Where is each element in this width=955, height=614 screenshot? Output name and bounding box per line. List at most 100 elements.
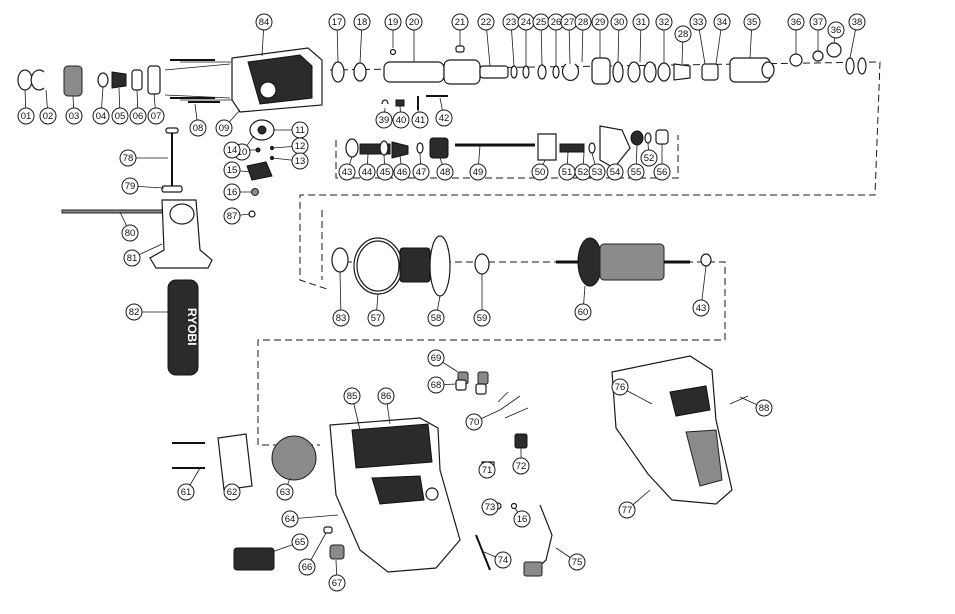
electrical-parts-group xyxy=(455,371,553,577)
callout-number: 61 xyxy=(181,487,192,498)
callout-circle xyxy=(343,387,361,405)
callout-number: 71 xyxy=(482,465,493,476)
callout-number: 80 xyxy=(125,228,136,239)
callout-number: 17 xyxy=(332,17,343,28)
callout-circle xyxy=(451,13,469,31)
callout-53: 53 xyxy=(588,163,606,181)
callout-circle xyxy=(574,303,592,321)
callout-number: 39 xyxy=(379,115,390,126)
callout-68: 68 xyxy=(427,376,445,394)
callout-circle xyxy=(692,299,710,317)
callout-number: 73 xyxy=(485,502,496,513)
callout-61: 61 xyxy=(177,483,195,501)
callout-15: 15 xyxy=(223,161,241,179)
callout-number: 33 xyxy=(693,17,704,28)
callout-45: 45 xyxy=(376,163,394,181)
callout-81: 81 xyxy=(123,249,141,267)
callout-number: 16 xyxy=(227,187,238,198)
callout-circle xyxy=(689,13,707,31)
callout-77: 77 xyxy=(618,501,636,519)
callout-54: 54 xyxy=(606,163,624,181)
callout-circle xyxy=(223,483,241,501)
callout-76: 76 xyxy=(611,378,629,396)
callout-19: 19 xyxy=(384,13,402,31)
callout-number: 34 xyxy=(717,17,728,28)
callout-number: 43 xyxy=(696,303,707,314)
callout-83: 83 xyxy=(332,309,350,327)
brand-mark: RYOBI xyxy=(185,308,199,346)
callout-number: 11 xyxy=(295,125,305,136)
callout-35: 35 xyxy=(743,13,761,31)
callout-number: 35 xyxy=(747,17,758,28)
callout-67: 67 xyxy=(328,574,346,592)
callout-circle xyxy=(412,163,430,181)
callout-63: 63 xyxy=(276,483,294,501)
callout-number: 64 xyxy=(285,514,296,525)
callout-number: 54 xyxy=(610,167,621,178)
callout-circle xyxy=(332,309,350,327)
callout-64: 64 xyxy=(281,510,299,528)
callout-33: 33 xyxy=(689,13,707,31)
part-01-ring xyxy=(17,69,33,91)
callout-86: 86 xyxy=(377,387,395,405)
callout-number: 37 xyxy=(813,17,824,28)
main-housing-group xyxy=(172,417,461,573)
callout-circle xyxy=(92,107,110,125)
callout-69: 69 xyxy=(427,349,445,367)
callout-circle xyxy=(674,25,692,43)
callout-30: 30 xyxy=(610,13,628,31)
callout-59: 59 xyxy=(473,309,491,327)
callout-number: 66 xyxy=(302,562,313,573)
callout-circle xyxy=(610,13,628,31)
callout-number: 60 xyxy=(578,307,589,318)
callout-circle xyxy=(276,483,294,501)
callout-number: 26 xyxy=(551,17,562,28)
callout-number: 21 xyxy=(455,17,466,28)
callout-78: 78 xyxy=(119,149,137,167)
callout-circle xyxy=(119,149,137,167)
callout-number: 85 xyxy=(347,391,358,402)
callout-circle xyxy=(427,309,445,327)
callout-circle xyxy=(376,163,394,181)
callout-42: 42 xyxy=(435,109,453,127)
callout-circle xyxy=(743,13,761,31)
callout-36: 36 xyxy=(787,13,805,31)
callout-circle xyxy=(469,163,487,181)
gear-parts-group xyxy=(345,125,669,169)
callout-11: 11 xyxy=(291,121,309,139)
callout-circle xyxy=(478,461,496,479)
callout-70: 70 xyxy=(465,413,483,431)
callout-circle xyxy=(655,13,673,31)
callout-34: 34 xyxy=(713,13,731,31)
callout-46: 46 xyxy=(393,163,411,181)
callout-number: 81 xyxy=(127,253,138,264)
callout-28: 28 xyxy=(674,25,692,43)
part-84-gear-housing xyxy=(180,47,323,113)
callout-circle xyxy=(111,107,129,125)
callout-number: 42 xyxy=(439,113,450,124)
callout-circle xyxy=(827,21,845,39)
callout-number: 52 xyxy=(644,153,655,164)
callout-circle xyxy=(123,249,141,267)
callout-circle xyxy=(606,163,624,181)
callout-52: 52 xyxy=(640,149,658,167)
callout-circle xyxy=(494,551,512,569)
callout-number: 19 xyxy=(388,17,399,28)
spindle-parts-group xyxy=(331,42,867,85)
callout-44: 44 xyxy=(358,163,376,181)
callout-circle xyxy=(377,387,395,405)
callout-88: 88 xyxy=(755,399,773,417)
callout-circle xyxy=(513,510,531,528)
callout-55: 55 xyxy=(627,163,645,181)
callout-circle xyxy=(353,13,371,31)
callout-25: 25 xyxy=(532,13,550,31)
callout-number: 04 xyxy=(96,111,107,122)
callout-circle xyxy=(39,107,57,125)
callout-number: 72 xyxy=(516,461,527,472)
callout-56: 56 xyxy=(653,163,671,181)
callout-circle xyxy=(223,183,241,201)
callout-circle xyxy=(147,107,165,125)
callout-22: 22 xyxy=(477,13,495,31)
part-06-ring xyxy=(131,69,143,91)
callout-circle xyxy=(177,483,195,501)
